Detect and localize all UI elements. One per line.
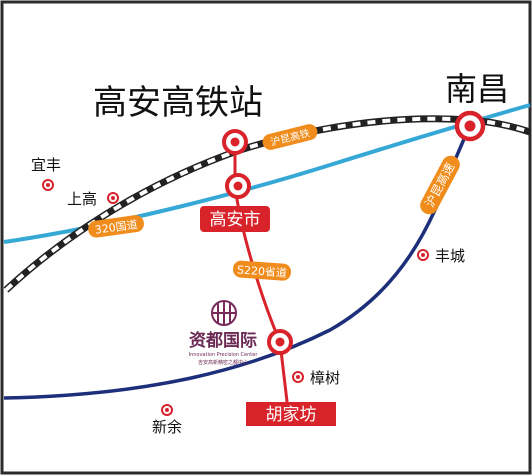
fengcheng-marker (417, 249, 429, 261)
zidu-marker (267, 329, 293, 355)
gaoan-city-box (200, 206, 270, 232)
gaoan-city-label: 高安市 (210, 210, 261, 230)
hujiafang-label: 胡家坊 (266, 405, 317, 425)
yifeng-label: 宜丰 (31, 156, 61, 174)
nanchang-label: 南昌 (445, 70, 509, 108)
gaoan-hsr-label: 高安高铁站 (93, 83, 263, 123)
g320-label: 320国道 (94, 217, 139, 237)
xinyu-marker (161, 404, 173, 416)
zidu-logo-subtitle-cn: 吉安高新精密之都中心 (198, 359, 248, 366)
zidu-logo-subtitle-en: Innovation Precision Center (189, 352, 259, 358)
shanggao-label: 上高 (67, 190, 97, 208)
zhangshu-marker (292, 371, 304, 383)
shanggao-marker (107, 192, 119, 204)
zhangshu-label: 樟树 (310, 369, 340, 387)
g320-badge: 320国道 (88, 215, 144, 238)
hukun-expressway-line (3, 124, 472, 400)
gaoan-hsr-marker (222, 129, 248, 155)
nanchang-marker (454, 110, 486, 142)
zidu-logo-name: 资都国际 (189, 330, 257, 351)
hujiafang-box (246, 402, 336, 426)
xinyu-label: 新余 (152, 418, 182, 436)
s220-badge: S220省道 (233, 260, 292, 281)
zidu-logo-emblem (211, 300, 237, 326)
fengcheng-label: 丰城 (435, 247, 465, 265)
gaoan-city-marker (225, 173, 251, 199)
s220-label: S220省道 (237, 262, 288, 279)
yifeng-marker (42, 179, 54, 191)
zidu-logo: 资都国际 Innovation Precision Center 吉安高新精密之… (189, 300, 259, 366)
